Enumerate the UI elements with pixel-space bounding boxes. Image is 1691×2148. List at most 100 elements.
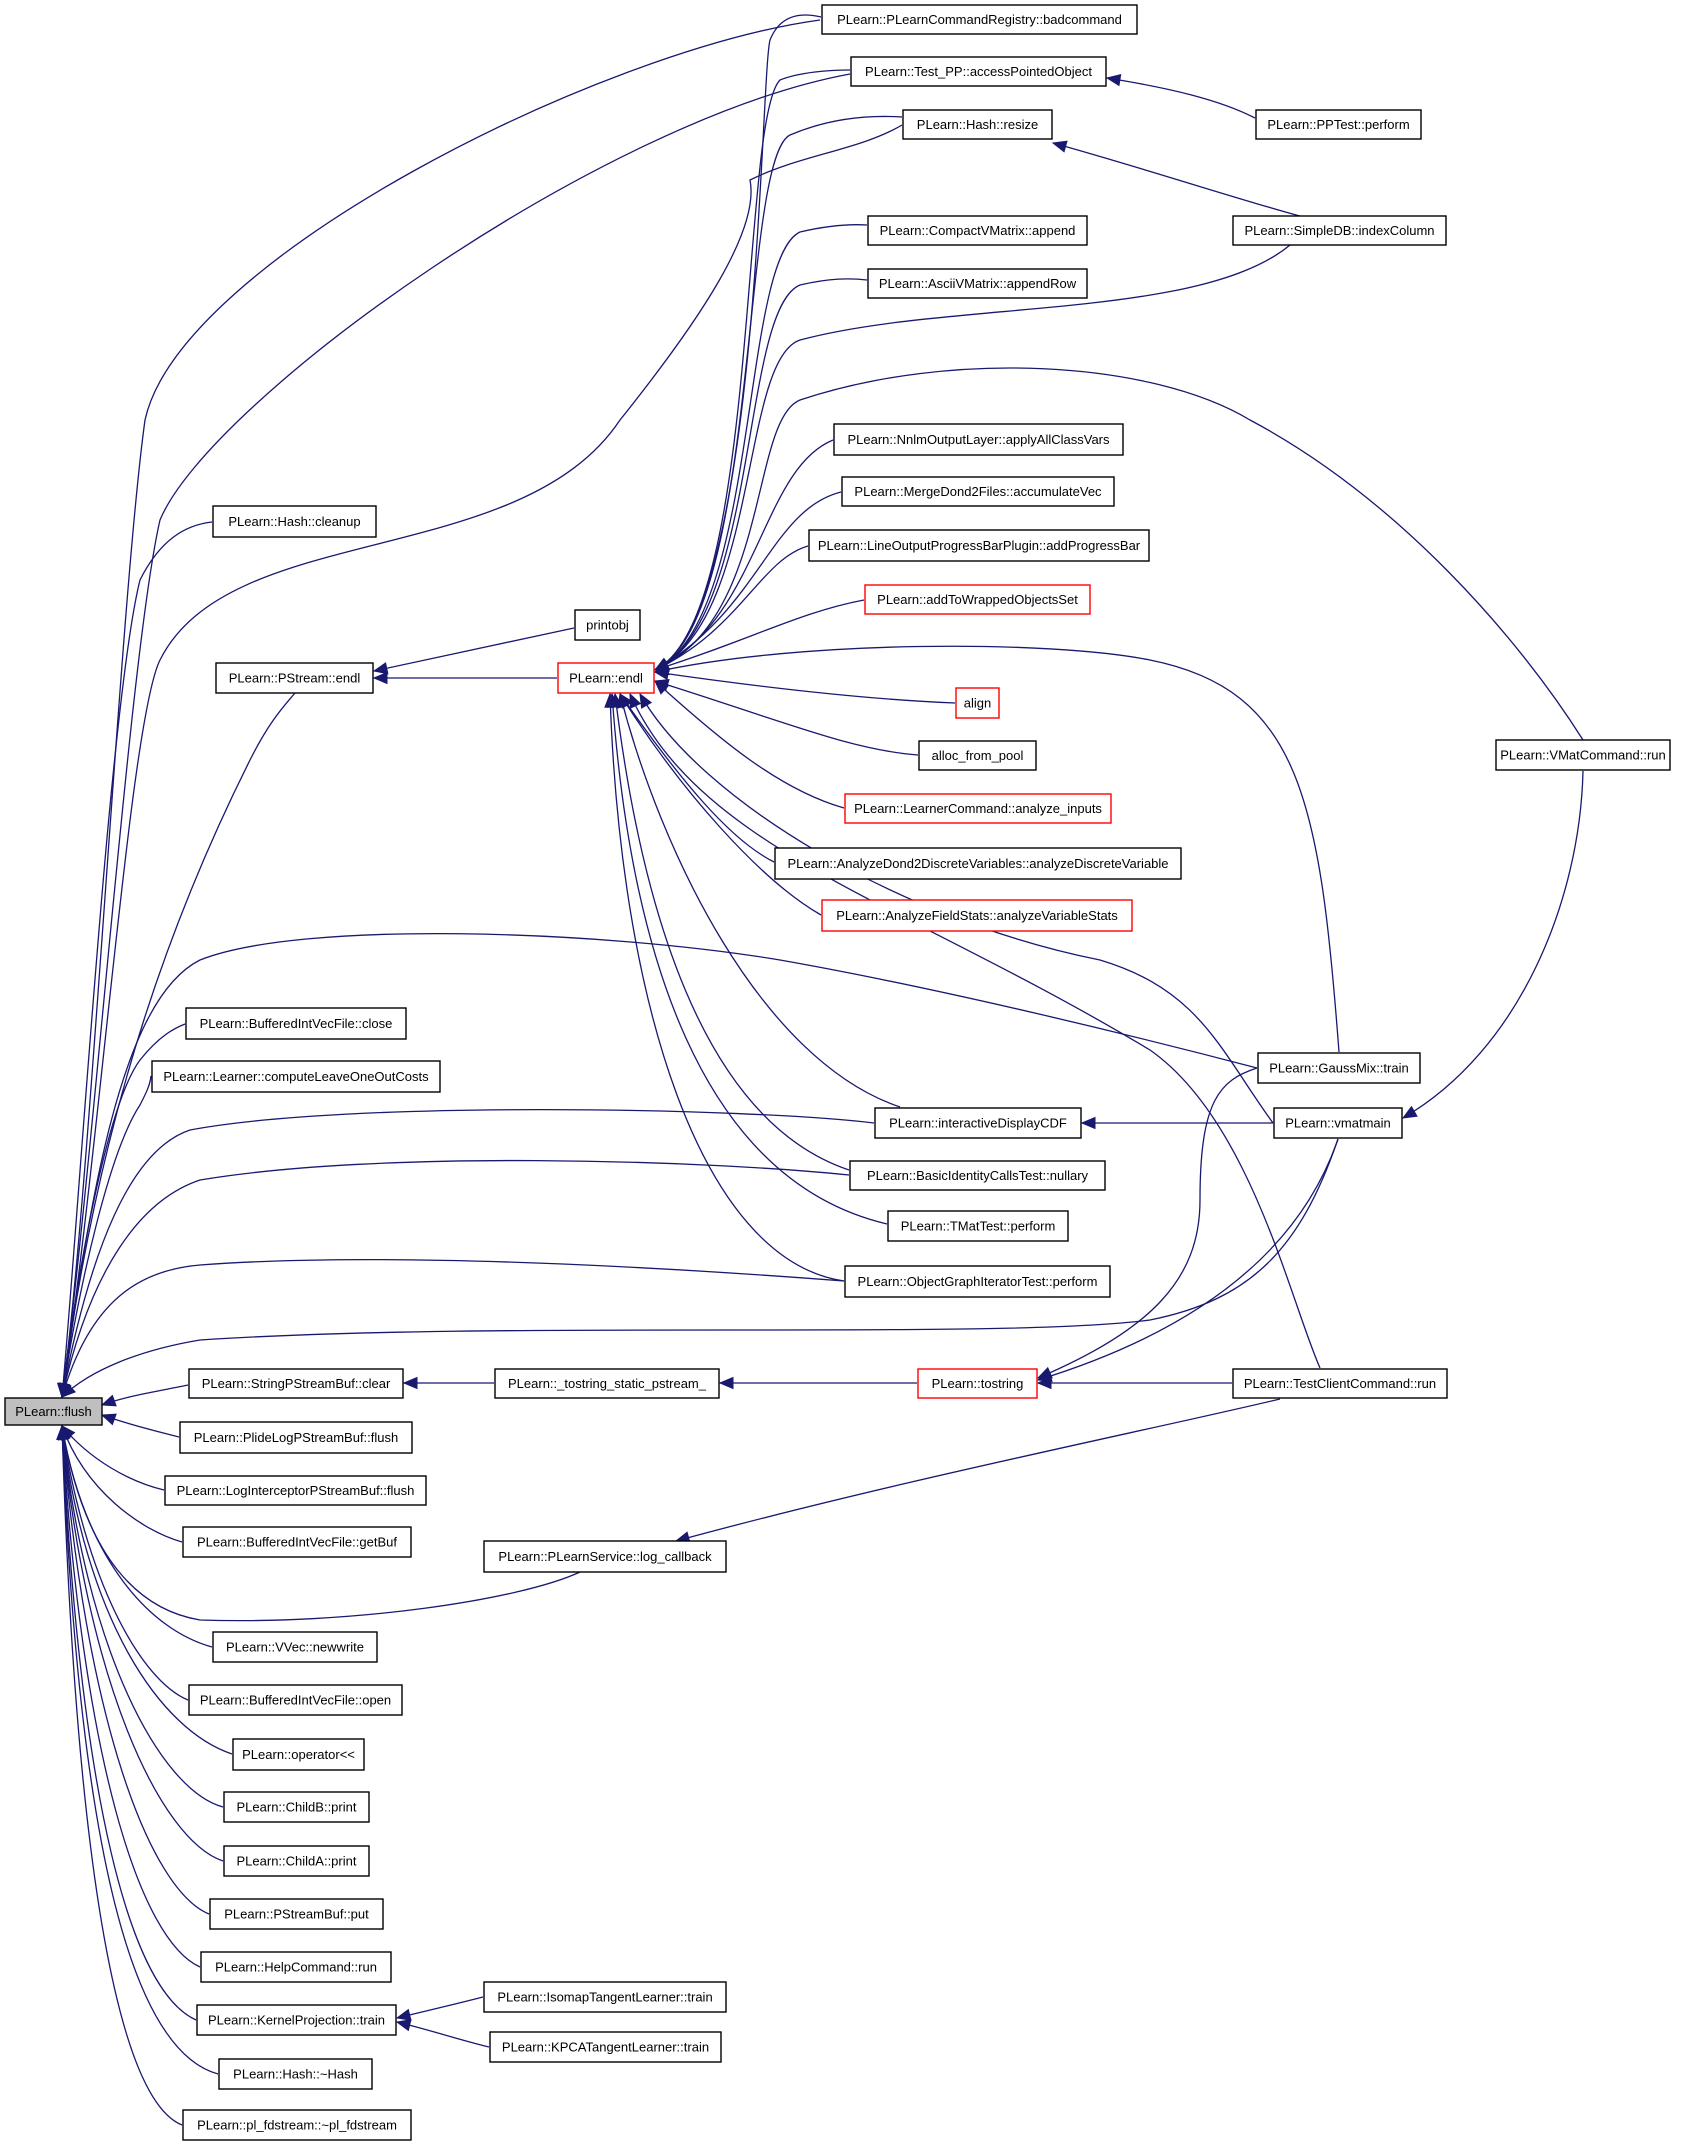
node-kpca-train[interactable]: PLearn::KPCATangentLearner::train xyxy=(489,2031,722,2063)
node-gaussmix-train[interactable]: PLearn::GaussMix::train xyxy=(1257,1052,1421,1084)
edge-vm_vmatcommand_run xyxy=(1401,770,1584,1119)
node-hash-dtor[interactable]: PLearn::Hash::~Hash xyxy=(218,2058,373,2090)
node-operator-ll[interactable]: PLearn::operator<< xyxy=(232,1738,365,1771)
node-box xyxy=(164,1475,427,1506)
node-analyze-inputs[interactable]: PLearn::LearnerCommand::analyze_inputs xyxy=(844,793,1112,824)
edge-line xyxy=(611,693,888,1225)
node-pptest-perform[interactable]: PLearn::PPTest::perform xyxy=(1255,109,1422,140)
node-box xyxy=(821,899,1133,932)
node-box xyxy=(864,584,1091,615)
node-nullary[interactable]: PLearn::BasicIdentityCallsTest::nullary xyxy=(849,1160,1106,1191)
edge-e_alloc_from_pool xyxy=(653,679,919,756)
node-box xyxy=(867,215,1088,246)
node-box xyxy=(1255,109,1422,140)
node-printobj[interactable]: printobj xyxy=(574,609,641,641)
node-addProgressBar[interactable]: PLearn::LineOutputProgressBarPlugin::add… xyxy=(808,529,1150,562)
arrowhead xyxy=(402,1376,418,1390)
node-label: PLearn::IsomapTangentLearner::train xyxy=(497,1990,712,2005)
node-box xyxy=(1232,215,1447,246)
node-bivf-getBuf[interactable]: PLearn::BufferedIntVecFile::getBuf xyxy=(182,1526,412,1558)
edge-line xyxy=(61,1425,213,1648)
node-label: PLearn::Hash::cleanup xyxy=(228,514,360,529)
node-box xyxy=(844,793,1112,824)
node-tostring[interactable]: PLearn::tostring xyxy=(917,1368,1038,1399)
node-log-callback[interactable]: PLearn::PLearnService::log_callback xyxy=(483,1540,727,1573)
node-indexColumn[interactable]: PLearn::SimpleDB::indexColumn xyxy=(1232,215,1447,246)
node-label: PLearn::PlideLogPStreamBuf::flush xyxy=(194,1430,399,1445)
node-box xyxy=(574,609,641,641)
node-analyzeDiscreteVariable[interactable]: PLearn::AnalyzeDond2DiscreteVariables::a… xyxy=(774,847,1182,880)
node-bivf-close[interactable]: PLearn::BufferedIntVecFile::close xyxy=(185,1007,407,1040)
node-loginterceptor-flush[interactable]: PLearn::LogInterceptorPStreamBuf::flush xyxy=(164,1475,427,1506)
node-badcommand[interactable]: PLearn::PLearnCommandRegistry::badcomman… xyxy=(821,4,1138,35)
node-label: PLearn::VVec::newwrite xyxy=(226,1640,364,1655)
node-tostring-static[interactable]: PLearn::_tostring_static_pstream_ xyxy=(494,1368,720,1399)
edge-line xyxy=(654,671,956,704)
node-ascii-appendRow[interactable]: PLearn::AsciiVMatrix::appendRow xyxy=(867,268,1088,299)
node-childA-print[interactable]: PLearn::ChildA::print xyxy=(223,1845,370,1877)
node-alloc-from-pool[interactable]: alloc_from_pool xyxy=(918,740,1037,771)
node-hash-cleanup[interactable]: PLearn::Hash::cleanup xyxy=(212,505,377,538)
edge-spsb_tostring_static xyxy=(402,1376,494,1390)
node-vmatcommand-run[interactable]: PLearn::VMatCommand::run xyxy=(1495,739,1671,771)
node-vmatmain[interactable]: PLearn::vmatmain xyxy=(1273,1107,1403,1139)
node-psb-put[interactable]: PLearn::PStreamBuf::put xyxy=(209,1898,384,1930)
node-testclient-run[interactable]: PLearn::TestClientCommand::run xyxy=(1232,1368,1448,1399)
node-endl[interactable]: PLearn::endl xyxy=(557,662,655,694)
node-childB-print[interactable]: PLearn::ChildB::print xyxy=(223,1791,370,1823)
node-hash-resize[interactable]: PLearn::Hash::resize xyxy=(902,109,1053,140)
node-box xyxy=(774,847,1182,880)
node-pl-fdstream-dtor[interactable]: PLearn::pl_fdstream::~pl_fdstream xyxy=(182,2109,412,2141)
node-box xyxy=(232,1738,365,1771)
node-kp-train[interactable]: PLearn::KernelProjection::train xyxy=(196,2004,397,2036)
node-ogit-perform[interactable]: PLearn::ObjectGraphIteratorTest::perform xyxy=(844,1265,1111,1298)
edge-line xyxy=(654,115,903,671)
arrowhead xyxy=(395,2008,412,2021)
node-addToWrapped[interactable]: PLearn::addToWrappedObjectsSet xyxy=(864,584,1091,615)
edge-line xyxy=(654,491,842,671)
node-box xyxy=(223,1791,370,1823)
node-box xyxy=(808,529,1150,562)
arrowhead xyxy=(372,662,389,675)
edge-pe_endl xyxy=(372,671,557,685)
edge-line xyxy=(61,1425,219,2075)
node-label: alloc_from_pool xyxy=(932,748,1024,763)
node-applyAllClassVars[interactable]: PLearn::NnlmOutputLayer::applyAllClassVa… xyxy=(833,423,1124,456)
node-analyzeVariableStats[interactable]: PLearn::AnalyzeFieldStats::analyzeVariab… xyxy=(821,899,1133,932)
node-label: PLearn::BufferedIntVecFile::getBuf xyxy=(197,1535,397,1550)
edge-line xyxy=(61,692,296,1398)
node-label: PLearn::Test_PP::accessPointedObject xyxy=(865,64,1092,79)
edge-e_analyzeVariableStats xyxy=(619,692,822,916)
node-label: PLearn::Hash::resize xyxy=(917,117,1038,132)
node-box xyxy=(483,1981,727,2013)
edge-line xyxy=(61,1258,845,1398)
edge-line xyxy=(61,1075,152,1398)
node-pstream-endl[interactable]: PLearn::PStream::endl xyxy=(215,662,374,694)
node-tmattest-perform[interactable]: PLearn::TMatTest::perform xyxy=(887,1210,1069,1242)
node-label: PLearn::LogInterceptorPStreamBuf::flush xyxy=(177,1483,415,1498)
edge-e_tmattest_perform xyxy=(606,692,888,1225)
node-vvec-newwrite[interactable]: PLearn::VVec::newwrite xyxy=(212,1631,378,1663)
node-plide-flush[interactable]: PLearn::PlideLogPStreamBuf::flush xyxy=(179,1421,413,1454)
node-align[interactable]: align xyxy=(955,687,1000,719)
node-label: PLearn::BufferedIntVecFile::close xyxy=(200,1016,393,1031)
node-accumulateVec[interactable]: PLearn::MergeDond2Files::accumulateVec xyxy=(841,476,1115,507)
edge-line xyxy=(654,545,809,671)
arrowhead xyxy=(100,1394,117,1407)
node-flush[interactable]: PLearn::flush xyxy=(4,1397,103,1426)
node-accessPointedObject[interactable]: PLearn::Test_PP::accessPointedObject xyxy=(850,56,1107,87)
node-helpcommand-run[interactable]: PLearn::HelpCommand::run xyxy=(200,1951,392,1983)
edge-line xyxy=(654,680,845,809)
node-label: PLearn::vmatmain xyxy=(1285,1116,1391,1131)
node-interactiveDisplayCDF[interactable]: PLearn::interactiveDisplayCDF xyxy=(874,1107,1082,1139)
node-bivf-open[interactable]: PLearn::BufferedIntVecFile::open xyxy=(188,1684,403,1716)
node-compact-append[interactable]: PLearn::CompactVMatrix::append xyxy=(867,215,1088,246)
node-label: PLearn::operator<< xyxy=(242,1747,355,1762)
node-box xyxy=(196,2004,397,2036)
edge-e_accessPointedObject xyxy=(653,69,851,671)
node-isomap-train[interactable]: PLearn::IsomapTangentLearner::train xyxy=(483,1981,727,2013)
node-spsb-clear[interactable]: PLearn::StringPStreamBuf::clear xyxy=(188,1368,404,1399)
node-box xyxy=(483,1540,727,1573)
node-computeLeaveOneOutCosts[interactable]: PLearn::Learner::computeLeaveOneOutCosts xyxy=(151,1060,441,1093)
